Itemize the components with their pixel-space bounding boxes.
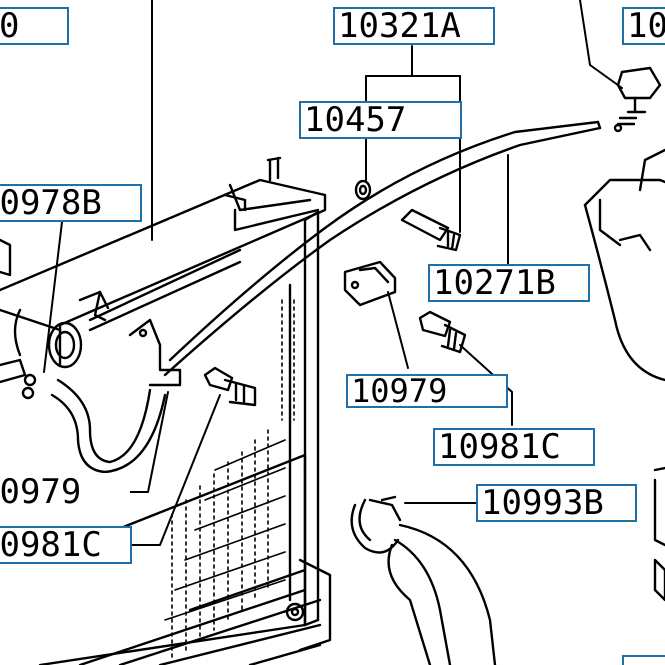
callout-0-label: 0 <box>0 7 20 45</box>
callout-10993B-label: 10993B <box>481 484 604 522</box>
callout-10981C-mid-label: 10981C <box>438 428 561 466</box>
callout-10457[interactable]: 10457 <box>299 101 462 139</box>
radiator-core <box>38 210 332 665</box>
callout-10457-label: 10457 <box>304 101 407 139</box>
callout-10271B[interactable]: 10271B <box>428 264 590 302</box>
thermo-sensor-10981C-mid <box>418 310 467 354</box>
callout-10978B[interactable]: 10978B <box>0 184 142 222</box>
overflow-hose-left <box>50 318 182 474</box>
callout-10-right[interactable]: 10 <box>622 7 665 45</box>
coolant-reservoir <box>583 148 665 602</box>
overflow-tube <box>163 120 602 377</box>
callout-10981C-mid[interactable]: 10981C <box>433 428 595 466</box>
callout-10993B[interactable]: 10993B <box>476 484 637 522</box>
callout-10981C-left[interactable]: 10981C <box>0 526 132 564</box>
callout-10321A[interactable]: 10321A <box>333 7 495 45</box>
callout-0[interactable]: 0 <box>0 7 69 45</box>
washer-10457 <box>354 179 372 201</box>
thermo-switch-10271B <box>400 208 462 252</box>
callout-10981C-left-label: 10981C <box>0 526 102 564</box>
lower-radiator-hose <box>387 523 497 665</box>
radiator-filler-neck <box>0 238 83 400</box>
callout-10-right-label: 10 <box>627 7 665 45</box>
callout-10271B-label: 10271B <box>433 264 556 302</box>
callout-10978B-label: 10978B <box>0 184 102 222</box>
mounting-bolt <box>613 66 662 133</box>
callout-10979-left-label: 10979 <box>0 473 82 511</box>
callout-partial-bottom-right[interactable] <box>622 655 665 665</box>
callout-10321A-label: 10321A <box>338 7 461 45</box>
connector-10979 <box>343 260 397 307</box>
radiator-upper-tank <box>0 156 327 367</box>
callout-10979-mid-label: 10979 <box>351 374 448 408</box>
callout-10979-left[interactable]: 10979 <box>0 473 130 511</box>
callout-10979-mid[interactable]: 10979 <box>346 374 508 408</box>
thermo-sensor-10981C-left <box>203 366 257 407</box>
leader-lines <box>43 0 623 546</box>
